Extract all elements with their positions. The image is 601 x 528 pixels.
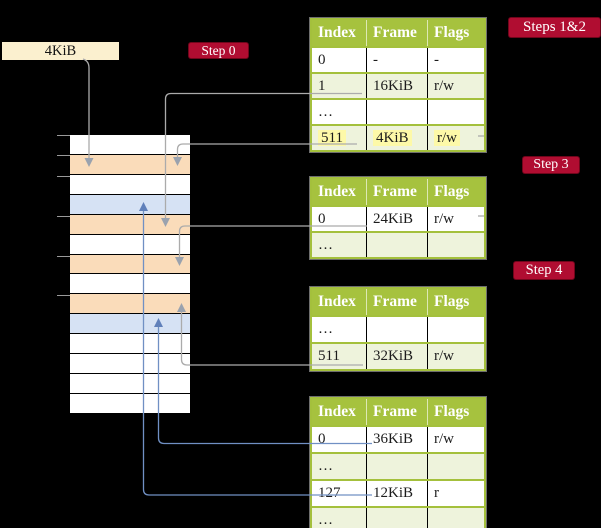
column-header-frame: Frame <box>367 289 428 315</box>
table-cell <box>367 454 428 479</box>
column-header-index: Index <box>312 399 367 425</box>
table-cell: 1 <box>312 74 367 98</box>
table-cell: … <box>312 317 367 342</box>
column-header-flags: Flags <box>434 183 470 200</box>
table-cell: 0 <box>312 427 367 452</box>
table-cell: … <box>312 454 367 479</box>
table-cell: 511 <box>312 126 367 150</box>
base-address-label: 4KiB <box>44 43 77 59</box>
address-tick <box>57 295 70 296</box>
address-tick <box>57 176 70 177</box>
badge-steps-1-2: Steps 1&2 <box>508 17 601 38</box>
table-cell <box>367 100 428 124</box>
column-header-index: Index <box>312 289 367 315</box>
table-cell: … <box>312 100 367 124</box>
table-cell <box>428 233 484 257</box>
table-cell <box>367 508 428 528</box>
badge-step-0: Step 0 <box>188 42 249 59</box>
address-tick <box>57 216 70 217</box>
table-row: … <box>312 315 484 342</box>
memory-frame-row-8 <box>70 294 190 315</box>
table-cell: … <box>312 233 367 257</box>
table-cell: r/w <box>434 431 454 447</box>
table-row: … <box>312 231 484 257</box>
table-cell: - <box>434 52 439 68</box>
table-row: 0-- <box>312 46 484 72</box>
memory-frame-row-10 <box>70 334 190 355</box>
badge-step-3: Step 3 <box>522 156 580 174</box>
memory-frame-row-2 <box>70 174 190 195</box>
table-row: … <box>312 506 484 528</box>
highlighted-value: 511 <box>318 130 346 146</box>
table-cell <box>428 100 484 124</box>
table-row: … <box>312 452 484 479</box>
memory-frame-row-11 <box>70 354 190 375</box>
table-cell: r/w <box>434 78 454 94</box>
column-header-frame: Frame <box>367 20 428 46</box>
table-cell: 511 <box>312 344 367 369</box>
table-cell <box>367 317 428 342</box>
table-cell: r <box>434 485 439 501</box>
table-cell: 12KiB <box>367 481 428 506</box>
address-tick <box>57 256 70 257</box>
highlighted-value: r/w <box>434 130 460 146</box>
table-cell <box>367 233 428 257</box>
address-tick <box>57 155 70 156</box>
memory-frame-row-9 <box>70 314 190 335</box>
table-cell <box>428 317 484 342</box>
table-cell: 32KiB <box>367 344 428 369</box>
table-cell: 0 <box>312 207 367 231</box>
column-header-flags: Flags <box>434 293 470 310</box>
memory-frame-row-13 <box>70 393 190 414</box>
table-cell: r/w <box>428 126 484 150</box>
memory-frame-row-7 <box>70 274 190 295</box>
memory-frame-row-1 <box>70 154 190 175</box>
table-cell: r/w <box>434 348 454 364</box>
physical-memory-column <box>70 135 190 414</box>
memory-frame-row-6 <box>70 254 190 275</box>
column-header-frame: Frame <box>367 179 428 205</box>
table-cell: 36KiB <box>367 427 428 452</box>
table-cell: 24KiB <box>367 207 428 231</box>
table-cell: 16KiB <box>367 74 428 98</box>
memory-frame-row-12 <box>70 374 190 394</box>
table-cell: … <box>312 508 367 528</box>
memory-frame-row-0 <box>70 135 190 155</box>
column-header-frame: Frame <box>367 399 428 425</box>
highlighted-value: 4KiB <box>373 130 412 146</box>
column-header-index: Index <box>312 179 367 205</box>
table-cell: r/w <box>434 211 454 227</box>
table-row: 511 4KiB r/w <box>312 124 484 150</box>
column-header-flags: Flags <box>434 24 470 41</box>
table-row: … <box>312 98 484 124</box>
badge-step-4: Step 4 <box>513 261 575 280</box>
table-cell: 127 <box>312 481 367 506</box>
column-header-flags: Flags <box>434 403 470 420</box>
column-header-index: Index <box>312 20 367 46</box>
memory-frame-row-5 <box>70 234 190 255</box>
table-cell <box>428 508 484 528</box>
table-cell: - <box>367 48 428 72</box>
memory-frame-row-3 <box>70 194 190 215</box>
address-tick <box>57 135 70 136</box>
table-cell: 4KiB <box>367 126 428 150</box>
memory-frame-row-4 <box>70 214 190 235</box>
table-cell <box>428 454 484 479</box>
table-cell: 0 <box>312 48 367 72</box>
page-table-base-address-box: 4KiB <box>2 42 119 60</box>
